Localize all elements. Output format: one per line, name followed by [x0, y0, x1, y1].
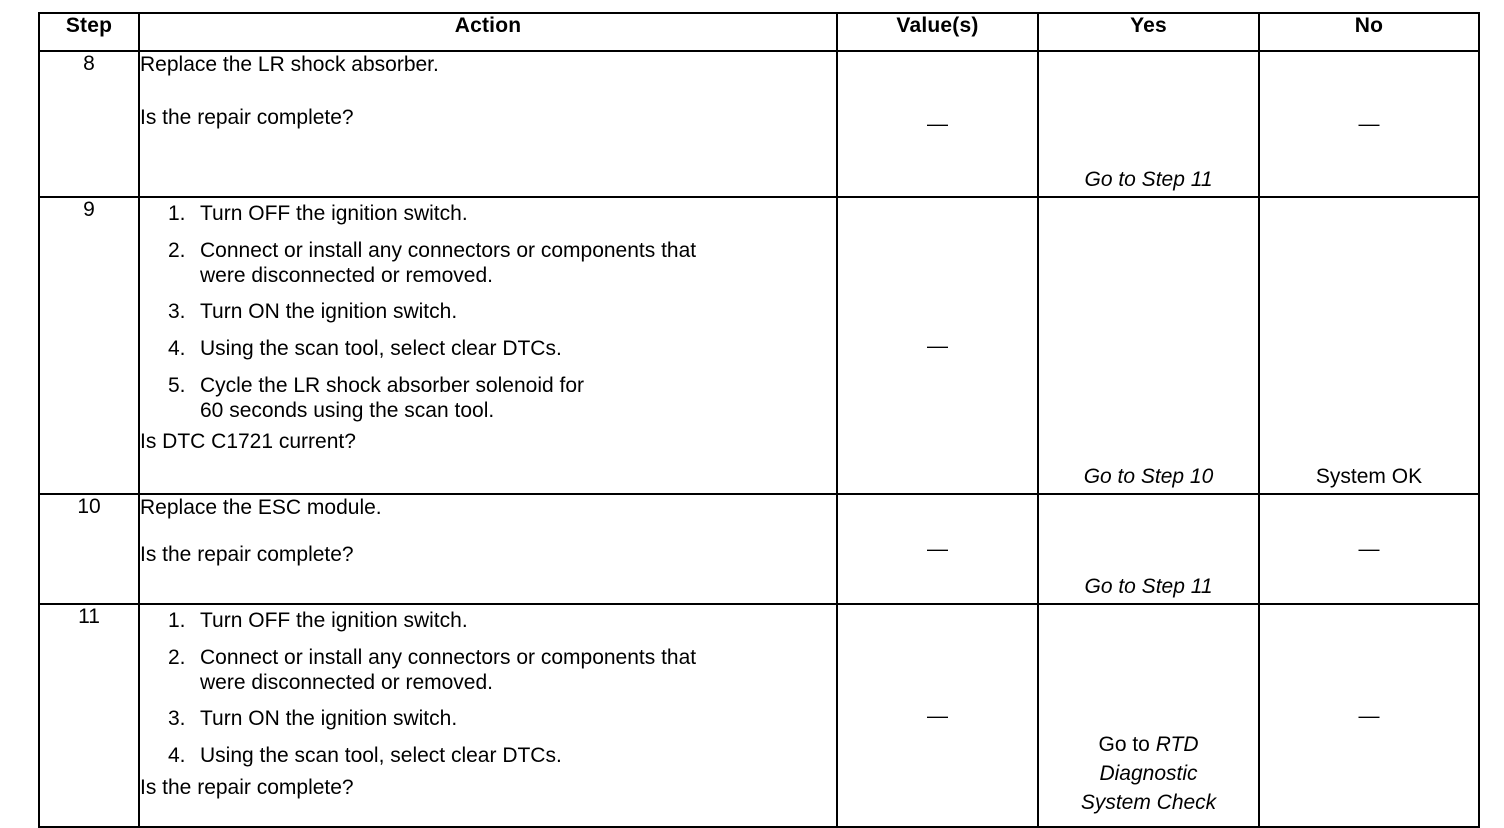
step-number: 8 — [38, 50, 140, 198]
column-header-yes: Yes — [1037, 12, 1260, 52]
value-dash: — — [927, 704, 948, 727]
list-item-number: 2. — [168, 645, 186, 669]
action-cell: Replace the ESC module. Is the repair co… — [138, 493, 838, 605]
yes-result-ref: RTD — [1155, 733, 1199, 757]
diagnostic-procedure-table: Step Action Value(s) Yes No 8 Replace th… — [38, 12, 1480, 828]
table-body: 8 Replace the LR shock absorber. Is the … — [38, 50, 1480, 828]
no-cell: — — [1258, 493, 1480, 605]
list-item-text: Cycle the LR shock absorber solenoid for — [200, 373, 585, 397]
list-item-text-line2: 60 seconds using the scan tool. — [200, 398, 495, 422]
list-item-text: Turn OFF the ignition switch. — [200, 202, 468, 225]
no-dash: — — [1358, 537, 1380, 561]
yes-cell: Go to Step 11 — [1037, 50, 1260, 198]
step-number: 11 — [38, 603, 140, 828]
step-number: 10 — [38, 493, 140, 605]
list-item-number: 1. — [168, 609, 186, 632]
no-cell: — — [1258, 50, 1480, 198]
list-item: 4. Using the scan tool, select clear DTC… — [140, 744, 836, 769]
yes-cell: Go to Step 11 — [1037, 493, 1260, 605]
list-item: 3. Turn ON the ignition switch. — [140, 300, 836, 325]
list-item: 1. Turn OFF the ignition switch. — [140, 609, 836, 634]
list-item-text: Using the scan tool, select clear DTCs. — [200, 744, 562, 768]
list-item-text: Connect or install any connectors or com… — [200, 238, 697, 262]
no-result: System OK — [1315, 465, 1423, 488]
no-cell: System OK — [1258, 196, 1480, 495]
list-item-text: Using the scan tool, select clear DTCs. — [200, 337, 562, 361]
list-item-text: Connect or install any connectors or com… — [200, 645, 697, 669]
yes-result: Go to Step 11 — [1084, 168, 1213, 191]
list-item: 1. Turn OFF the ignition switch. — [140, 202, 836, 227]
table-row: 9 1. Turn OFF the ignition switch. 2. Co… — [38, 196, 1480, 495]
no-cell: — — [1258, 603, 1480, 828]
action-step-list: 1. Turn OFF the ignition switch. 2. Conn… — [140, 202, 836, 423]
action-question: Is the repair complete? — [140, 775, 354, 799]
list-item-number: 1. — [168, 202, 186, 225]
yes-result-line2: Diagnostic — [1099, 762, 1198, 786]
step-number: 9 — [38, 196, 140, 495]
list-item-number: 4. — [168, 744, 186, 768]
table-row: 11 1. Turn OFF the ignition switch. 2. C… — [38, 603, 1480, 828]
list-item-number: 5. — [168, 373, 186, 397]
yes-cell: Go to RTD Diagnostic System Check — [1037, 603, 1260, 828]
list-item-text-line2: were disconnected or removed. — [200, 263, 493, 287]
action-spacer — [140, 518, 836, 542]
list-item: 3. Turn ON the ignition switch. — [140, 707, 836, 732]
action-intro: Replace the ESC module. — [140, 496, 382, 519]
list-item-text: Turn ON the ignition switch. — [200, 707, 458, 731]
action-cell: 1. Turn OFF the ignition switch. 2. Conn… — [138, 603, 838, 828]
action-cell: 1. Turn OFF the ignition switch. 2. Conn… — [138, 196, 838, 495]
value-cell: — — [836, 603, 1039, 828]
value-cell: — — [836, 196, 1039, 495]
list-item-text: Turn ON the ignition switch. — [200, 300, 458, 324]
diagnostic-table-page: Step Action Value(s) Yes No 8 Replace th… — [38, 12, 1480, 828]
header-row: Step Action Value(s) Yes No — [38, 12, 1480, 52]
value-cell: — — [836, 493, 1039, 605]
yes-result-line3: System Check — [1080, 791, 1217, 815]
action-spacer — [140, 75, 836, 105]
yes-result: Go to RTD Diagnostic System Check — [1039, 731, 1258, 818]
table-row: 10 Replace the ESC module. Is the repair… — [38, 493, 1480, 605]
value-dash: — — [927, 112, 948, 136]
list-item-number: 3. — [168, 300, 186, 324]
no-dash: — — [1358, 112, 1380, 136]
list-item-number: 4. — [168, 337, 186, 361]
value-cell: — — [836, 50, 1039, 198]
yes-cell: Go to Step 10 — [1037, 196, 1260, 495]
value-dash: — — [927, 334, 948, 357]
list-item-text-line2: were disconnected or removed. — [200, 670, 493, 694]
action-question: Is the repair complete? — [140, 543, 354, 566]
column-header-no: No — [1258, 12, 1480, 52]
yes-result: Go to Step 10 — [1083, 465, 1214, 488]
list-item-text: Turn OFF the ignition switch. — [200, 609, 468, 632]
action-intro: Replace the LR shock absorber. — [140, 53, 439, 76]
list-item-number: 2. — [168, 238, 186, 262]
list-item-number: 3. — [168, 707, 186, 731]
list-item: 5. Cycle the LR shock absorber solenoid … — [140, 374, 836, 424]
action-question: Is the repair complete? — [140, 106, 354, 129]
yes-result: Go to Step 11 — [1084, 575, 1213, 598]
action-cell: Replace the LR shock absorber. Is the re… — [138, 50, 838, 198]
value-dash: — — [927, 537, 948, 561]
yes-result-line1: Go to RTD — [1039, 731, 1258, 760]
table-row: 8 Replace the LR shock absorber. Is the … — [38, 50, 1480, 198]
action-step-list: 1. Turn OFF the ignition switch. 2. Conn… — [140, 609, 836, 769]
table-header: Step Action Value(s) Yes No — [38, 12, 1480, 52]
list-item: 2. Connect or install any connectors or … — [140, 646, 836, 696]
column-header-step: Step — [38, 12, 140, 52]
column-header-action: Action — [138, 12, 838, 52]
list-item: 2. Connect or install any connectors or … — [140, 239, 836, 289]
list-item: 4. Using the scan tool, select clear DTC… — [140, 337, 836, 362]
column-header-value: Value(s) — [836, 12, 1039, 52]
action-question: Is DTC C1721 current? — [140, 430, 356, 454]
yes-result-prefix: Go to — [1098, 733, 1156, 757]
no-dash: — — [1358, 704, 1380, 727]
